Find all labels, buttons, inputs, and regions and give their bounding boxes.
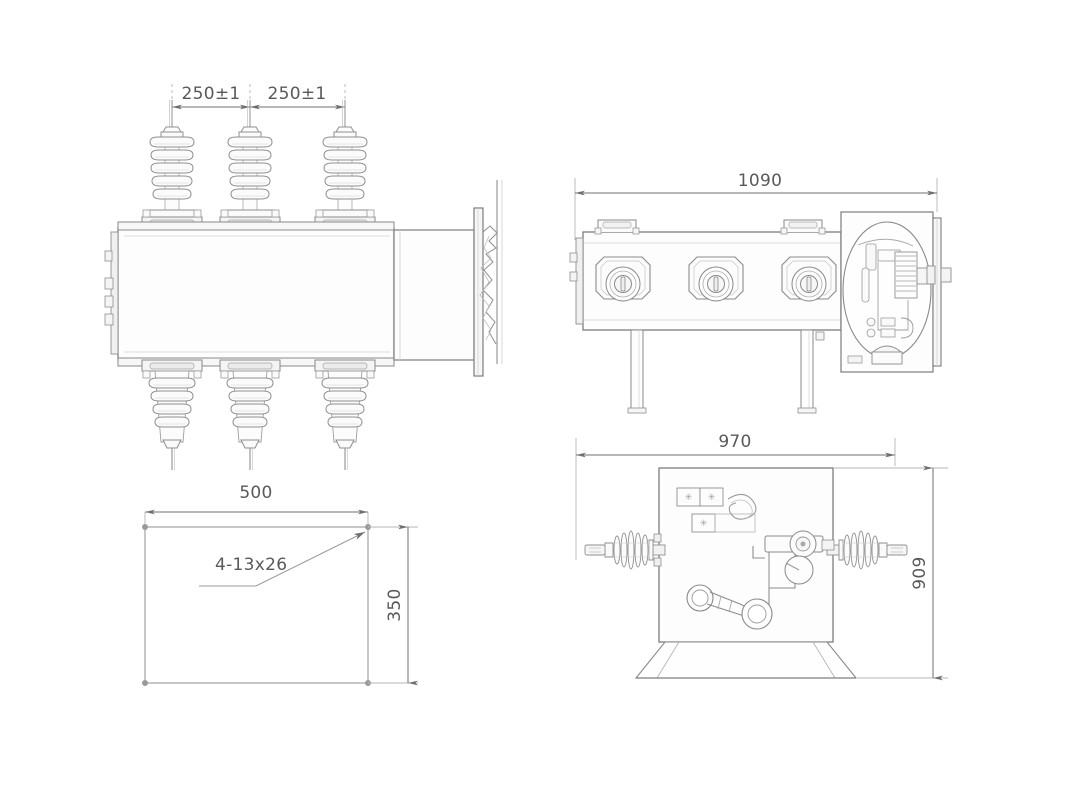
- side-support-base: [634, 641, 858, 679]
- hole-callout-leader: [199, 531, 366, 587]
- top-bushing-flange-1: [595, 256, 651, 302]
- nameplate-mark-2-icon: ✳: [708, 493, 716, 503]
- dimension-plate-height: 350: [385, 588, 405, 621]
- top-mechanism-detail-cluster: [866, 317, 914, 339]
- dimension-top-view-length: 1090: [738, 171, 782, 191]
- label-hole-callout: 4-13x26: [215, 555, 287, 575]
- top-plan-view: 1090: [569, 171, 952, 414]
- front-terminal-blocks: [104, 231, 119, 355]
- mounting-plate-outline: [144, 526, 369, 684]
- dimension-pole-spacing-right: 250±1: [267, 84, 326, 104]
- side-width-extension-lines: [575, 438, 896, 560]
- top-bushing-flange-2: [688, 256, 744, 302]
- nameplate-mark-3-icon: ✳: [700, 519, 708, 529]
- side-nameplates: ✳ ✳ ✳: [676, 487, 757, 533]
- side-elevation-view: 970 ✳ ✳ ✳: [575, 432, 948, 681]
- dimension-side-view-height: 909: [910, 556, 930, 589]
- front-mechanism-housing: [393, 180, 503, 377]
- dimension-pole-spacing-left: 250±1: [181, 84, 240, 104]
- side-bushing-left: [584, 530, 666, 570]
- top-view-support-legs: [627, 329, 825, 414]
- dimension-plate-width: 500: [239, 483, 272, 503]
- top-bushing-flange-3: [781, 256, 837, 302]
- nameplate-mark-1-icon: ✳: [685, 493, 693, 503]
- front-elevation-view: 250±1 250±1: [104, 84, 503, 471]
- top-mechanism-housing: [840, 211, 952, 373]
- top-lifting-lugs: [594, 219, 826, 235]
- top-bushing-flanges: [595, 256, 837, 302]
- mounting-plate-detail-view: 500 4-13x26 350: [142, 483, 418, 686]
- dimension-side-view-width: 970: [718, 432, 751, 452]
- side-operating-linkage: [686, 530, 835, 630]
- top-length-extension-lines: [574, 178, 938, 240]
- front-tank-body: [117, 221, 395, 367]
